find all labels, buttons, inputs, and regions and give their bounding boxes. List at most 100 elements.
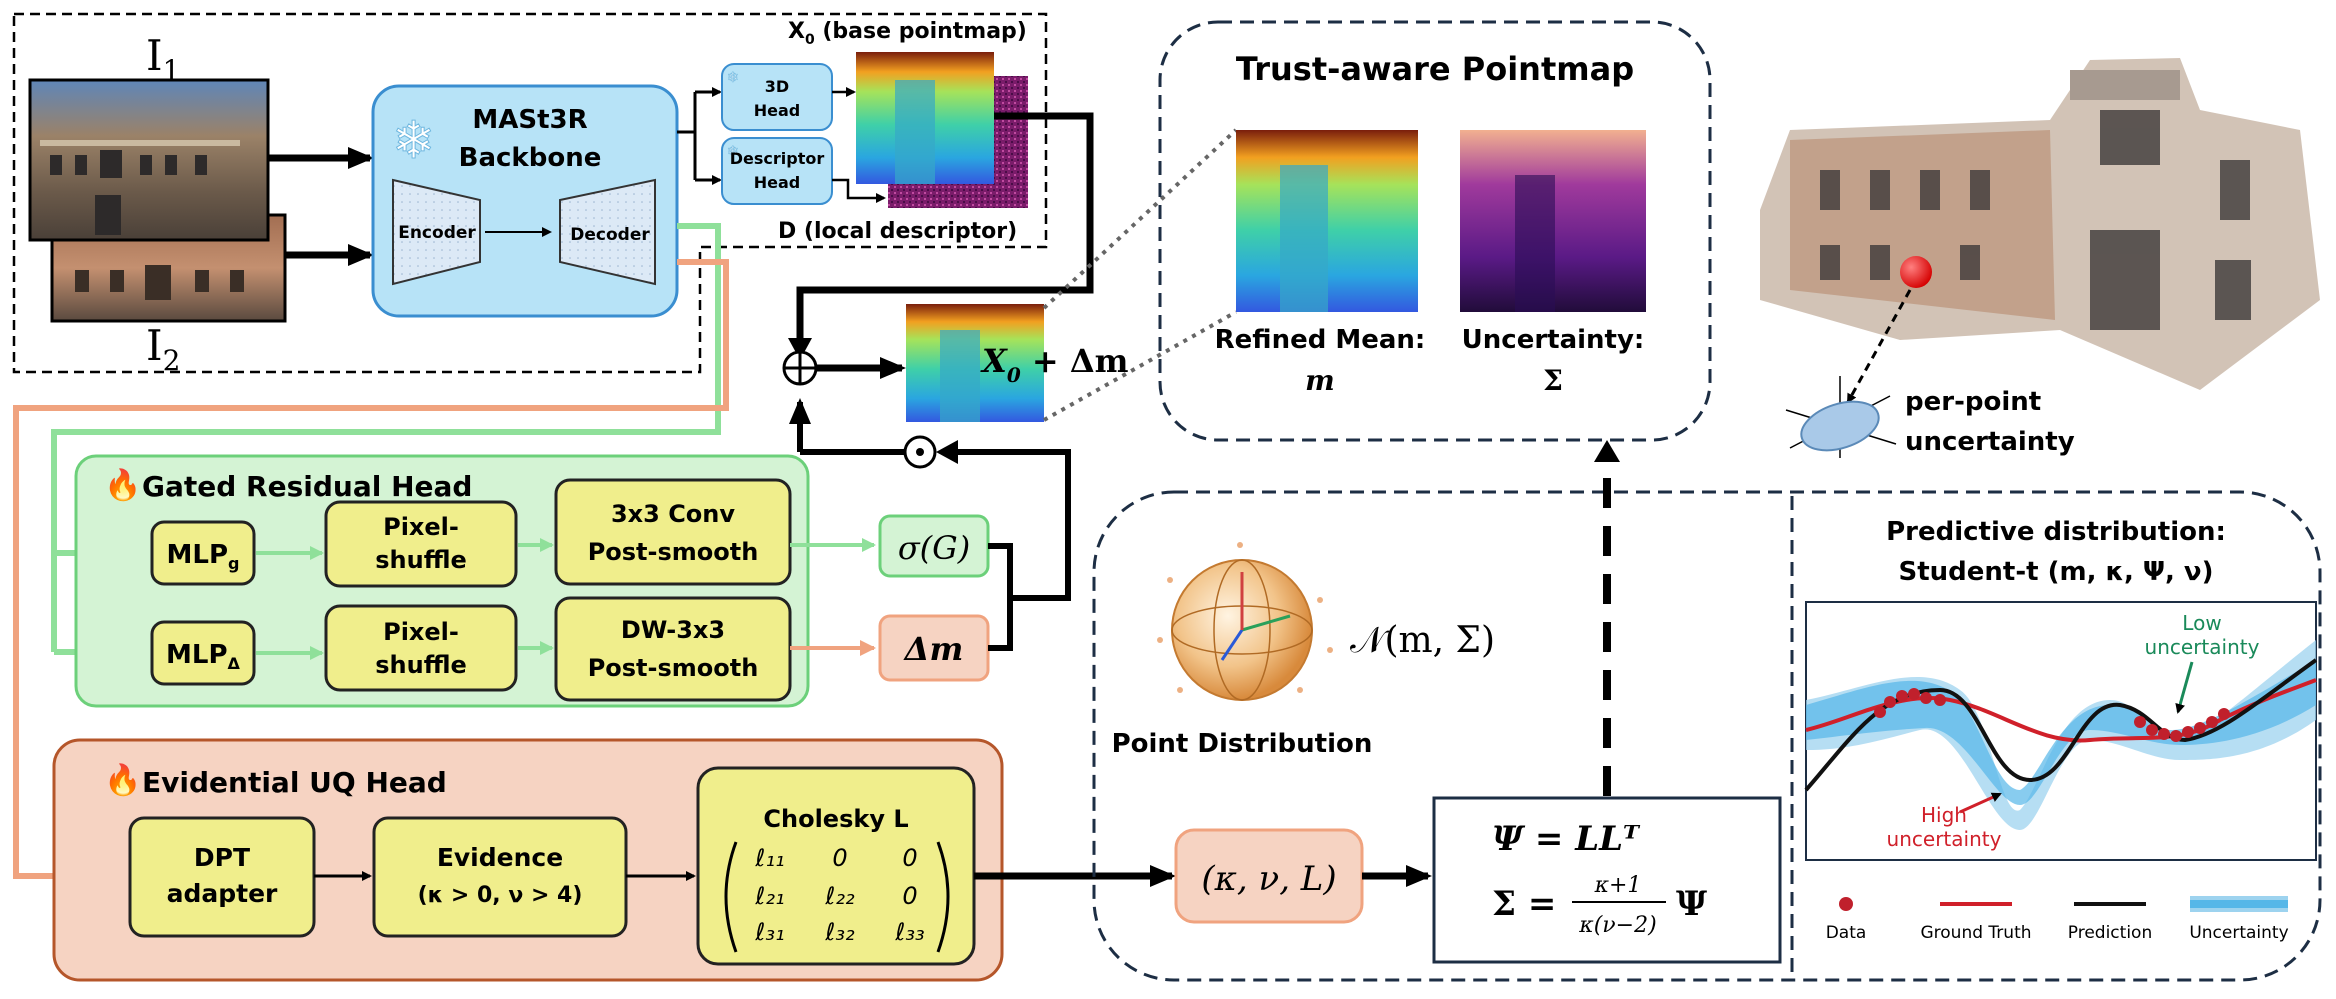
input-frame [12,12,1048,374]
cholesky-title: Cholesky L [763,805,908,833]
high-uncertainty-label-1: High [1921,803,1967,827]
legend-prediction: Prediction [2068,923,2152,943]
svg-text:0: 0 [832,844,847,872]
per-point-caption-2: uncertainty [1905,427,2075,457]
point-distribution-caption: Point Distribution [1112,729,1373,759]
image-2-windows [75,265,244,300]
uncertainty-symbol: Σ [1543,364,1563,397]
cholesky-box [696,766,976,966]
uncertainty-ellipsoid-icon [1785,376,1897,458]
backbone-title-2: Backbone [459,143,602,173]
evidence-label-1: Evidence [437,843,563,872]
dpt-label-1: DPT [194,843,250,872]
descriptor-head-box [721,137,833,205]
sigma-formula-lhs: Σ = [1492,884,1556,924]
refined-mean-symbol: m [1305,364,1335,397]
building-point-cloud [1760,58,2320,390]
encoder-label: Encoder [398,223,476,243]
output-formula: X0 + Δm [980,342,1129,387]
fire-icon: 🔥 [104,467,141,503]
backbone-title-1: MASt3R [472,105,587,135]
legend-data: Data [1826,923,1867,943]
cholesky-matrix: ℓ₁₁ 0 0 ℓ₂₁ ℓ₂₂ 0 ℓ₃₁ ℓ₃₂ ℓ₃₃ [754,844,924,946]
point-to-ellipsoid-arrow [1846,289,1912,404]
dw-label-2: Post-smooth [588,654,759,682]
pixel-shuffle-2-line1: Pixel- [383,618,459,646]
dw-post-smooth-box [554,596,792,702]
trust-aware-panel [1158,20,1712,442]
mlp-delta-label: MLPΔ [166,640,241,673]
high-uncertainty-label-2: uncertainty [1887,827,2002,851]
uncertainty-label: Uncertainty: [1462,325,1645,355]
predictive-title-1: Predictive distribution: [1886,517,2226,547]
decoder-trapezoid [559,178,656,286]
d-label: D (local descriptor) [778,219,1017,244]
encoder-trapezoid [392,178,481,286]
evidence-box [372,816,628,938]
fraction-numerator: κ+1 [1594,873,1642,898]
psi-formula: Ψ = LLᵀ [1492,819,1641,859]
per-point-caption-1: per-point [1905,387,2041,417]
svg-text:0: 0 [902,844,917,872]
fire-icon-2: 🔥 [104,762,141,798]
decoder-label: Decoder [570,225,650,245]
x0-label: X0 (base pointmap) [788,19,1027,48]
predictive-legend: Data Ground Truth Prediction Uncertainty [1826,896,2289,943]
svg-text:0: 0 [902,882,917,910]
svg-text:ℓ₃₃: ℓ₃₃ [894,918,924,946]
mlp-g-label: MLPg [167,540,240,573]
snowflake-icon: ❄ [392,111,436,171]
low-uncertainty-label-1: Low [2182,611,2221,635]
backbone-to-heads-fork [677,90,718,182]
dw-label-1: DW-3x3 [621,616,725,644]
predictive-plot: Low uncertainty High uncertainty [1804,601,2318,861]
descriptor-head-label-2: Head [754,173,801,192]
3d-head-label-2: Head [754,101,801,120]
decoder-to-evidential-line [13,259,729,884]
descriptor-head-label-1: Descriptor [730,149,825,168]
covariance-formula-box [1432,796,1782,964]
pointmap-figure [895,80,935,184]
params-label: (κ, ν, L) [1201,859,1336,899]
3d-head-box [721,63,833,131]
decoder-to-gated-line [51,223,721,652]
legend-uncertainty: Uncertainty [2189,923,2288,943]
svg-text:ℓ₁₁: ℓ₁₁ [754,844,784,872]
low-uncertainty-label-2: uncertainty [2145,635,2260,659]
snowflake-icon-small-2: ❄ [727,144,739,160]
svg-text:ℓ₃₁: ℓ₃₁ [754,918,784,946]
pixel-shuffle-1-line2: shuffle [375,546,467,574]
image-1-details [40,140,240,235]
highlighted-point [1900,256,1932,288]
point-distribution-sphere [1157,542,1333,701]
3d-head-label-1: 3D [765,77,789,96]
pixel-shuffle-2-line2: shuffle [375,651,467,679]
svg-text:ℓ₃₂: ℓ₃₂ [824,918,855,946]
svg-text:ℓ₂₁: ℓ₂₁ [754,882,784,910]
pixel-shuffle-1-line1: Pixel- [383,513,459,541]
gate-merge-lines [988,543,1013,651]
refined-mean-label: Refined Mean: [1215,325,1426,355]
pixel-shuffle-box-2 [324,604,518,692]
dpt-label-2: adapter [167,879,278,908]
conv-label-1: 3x3 Conv [611,500,735,528]
legend-ground-truth: Ground Truth [1920,923,2031,943]
gated-head-title: Gated Residual Head [142,470,472,503]
delta-m-label: Δm [903,630,964,668]
snowflake-icon-small: ❄ [727,70,739,86]
x0-to-sum-arrow [796,112,1094,345]
mlp-g-box [150,520,256,586]
dpt-adapter-box [128,816,316,938]
fraction-denominator: κ(ν−2) [1578,913,1656,938]
conv-post-smooth-box [554,478,792,586]
evidential-head-title: Evidential UQ Head [142,766,447,799]
trust-panel-title: Trust-aware Pointmap [1236,50,1634,88]
conv-label-2: Post-smooth [588,538,759,566]
mlp-delta-box [150,620,256,686]
sigma-formula-rhs: Ψ [1676,884,1707,924]
image-label-i2: I2 [146,321,180,377]
pixel-shuffle-box-1 [324,500,518,588]
evidence-label-2: (κ > 0, ν > 4) [418,883,583,908]
svg-text:ℓ₂₂: ℓ₂₂ [824,882,855,910]
sigma-gate-label: σ(G) [898,529,970,567]
